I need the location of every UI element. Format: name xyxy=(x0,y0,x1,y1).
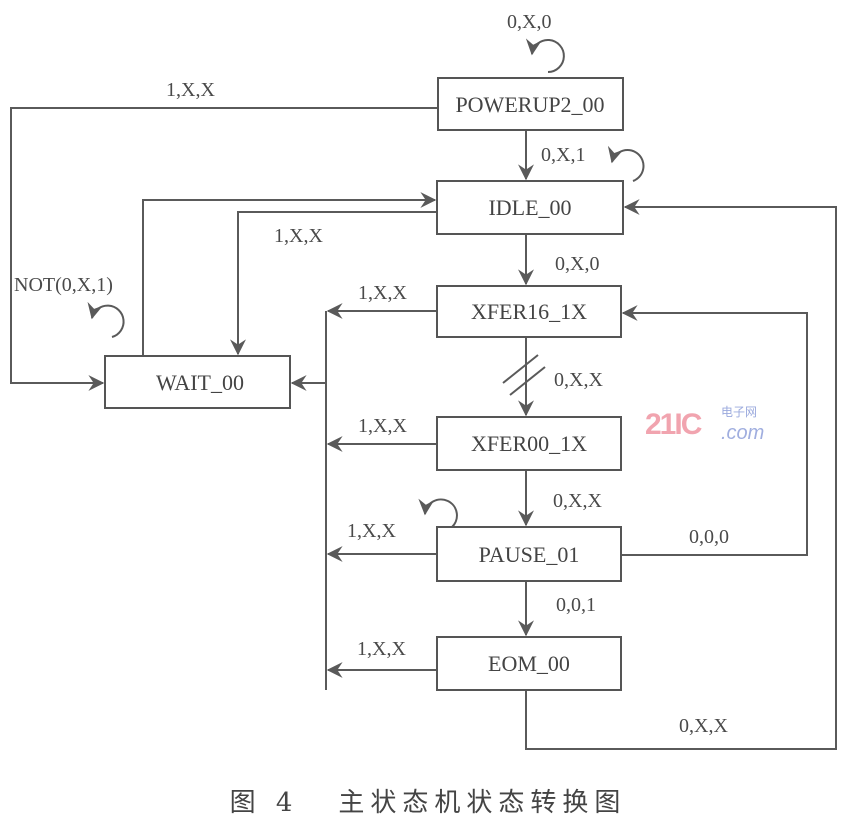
edge-slash-mark xyxy=(509,366,546,396)
edge-wait-to-idle xyxy=(142,192,437,356)
label-xfer16-to-wait: 1,X,X xyxy=(358,282,407,304)
state-label: IDLE_00 xyxy=(488,195,571,220)
edge-slash-mark xyxy=(502,354,539,384)
state-pause: PAUSE_01 xyxy=(436,526,622,582)
state-label: XFER16_1X xyxy=(471,299,587,324)
edge-pause-to-xfer16 xyxy=(621,305,808,556)
state-label: POWERUP2_00 xyxy=(455,92,604,117)
figure-caption: 图 4 主状态机状态转换图 xyxy=(0,782,856,819)
label-eom-to-wait: 1,X,X xyxy=(357,638,406,660)
label-eom-to-idle: 0,X,X xyxy=(679,715,728,737)
powerup-self-loop xyxy=(525,38,565,73)
label-powerup-self: 0,X,0 xyxy=(507,11,551,33)
label-powerup-to-wait: 1,X,X xyxy=(166,79,215,101)
label-powerup-to-idle: 0,X,1 xyxy=(541,144,585,166)
edge-powerup-to-wait xyxy=(10,107,438,391)
label-idle-to-xfer16: 0,X,0 xyxy=(555,253,599,275)
pause-self-loop xyxy=(418,498,458,528)
label-pause-to-wait: 1,X,X xyxy=(347,520,396,542)
state-label: PAUSE_01 xyxy=(479,542,580,567)
figure-number: 图 4 xyxy=(229,788,299,818)
wait-self-loop xyxy=(87,301,125,338)
label-xfer00-to-pause: 0,X,X xyxy=(553,490,602,512)
state-wait: WAIT_00 xyxy=(104,355,291,409)
label-xfer00-to-wait: 1,X,X xyxy=(358,415,407,437)
label-wait-self: NOT(0,X,1) xyxy=(14,274,113,296)
state-label: XFER00_1X xyxy=(471,431,587,456)
state-powerup: POWERUP2_00 xyxy=(437,77,624,131)
idle-self-loop xyxy=(607,145,645,182)
label-idle-to-wait: 1,X,X xyxy=(274,225,323,247)
state-xfer00: XFER00_1X xyxy=(436,416,622,471)
state-eom: EOM_00 xyxy=(436,636,622,691)
label-pause-to-eom: 0,0,1 xyxy=(556,594,596,616)
edge-eom-to-idle xyxy=(525,199,837,750)
state-xfer16: XFER16_1X xyxy=(436,285,622,338)
edge-idle-to-wait xyxy=(230,211,437,356)
state-idle: IDLE_00 xyxy=(436,180,624,235)
state-label: EOM_00 xyxy=(488,651,570,676)
label-pause-to-xfer16: 0,0,0 xyxy=(689,526,729,548)
state-label: WAIT_00 xyxy=(156,370,244,395)
figure-title: 主状态机状态转换图 xyxy=(338,788,627,818)
label-xfer16-to-xfer00: 0,X,X xyxy=(554,369,603,391)
